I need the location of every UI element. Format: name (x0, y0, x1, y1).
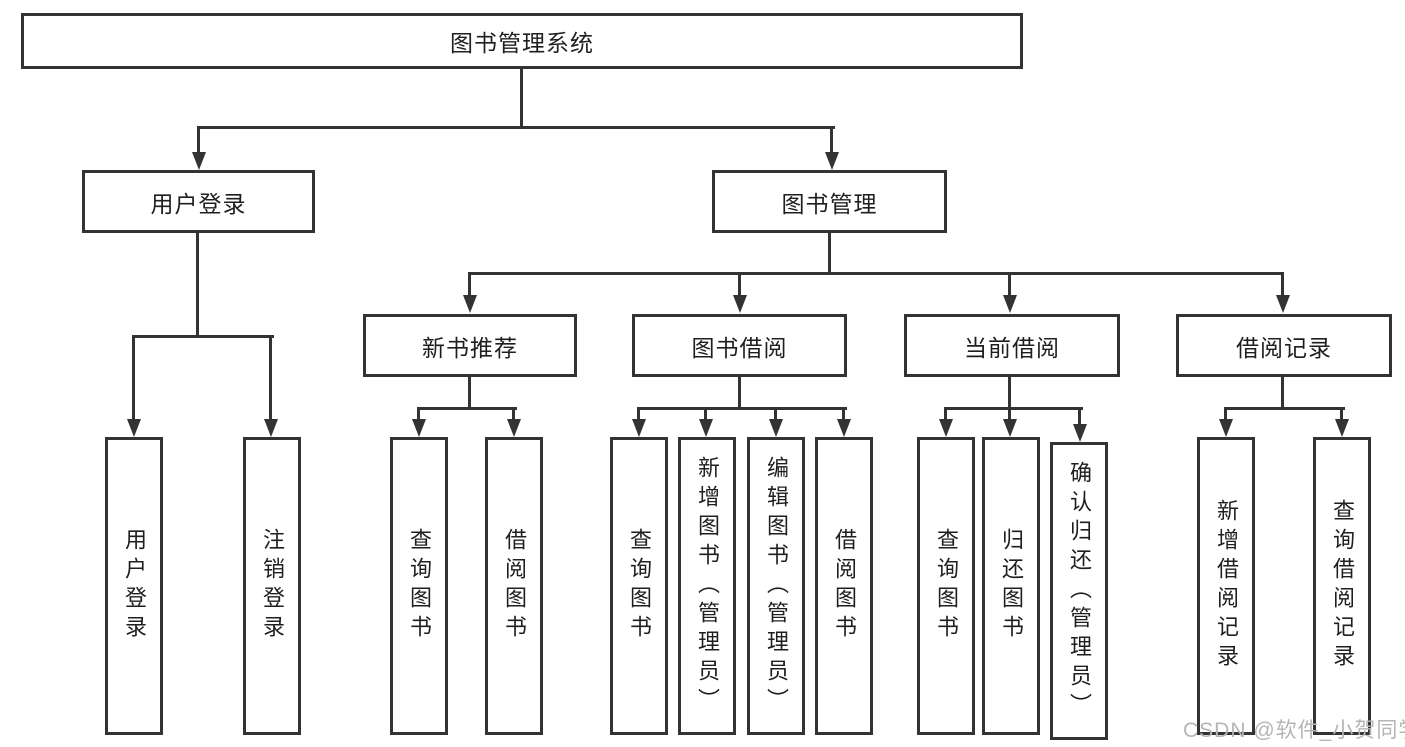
connector-line (132, 335, 274, 338)
arrow-down-icon (264, 419, 278, 437)
connector-line (637, 407, 640, 420)
leaf-add-books-admin-label: 新增图书（管理员） (695, 455, 720, 717)
connector-line (468, 272, 1284, 275)
connector-line (468, 377, 471, 407)
leaf-edit-books-admin-label: 编辑图书（管理员） (764, 455, 789, 717)
leaf-query-books-1-label: 查询图书 (407, 528, 432, 644)
node-book-borrow-label: 图书借阅 (691, 334, 788, 361)
arrow-down-icon (1003, 295, 1017, 313)
node-current-borrow: 当前借阅 (904, 314, 1120, 377)
arrow-down-icon (733, 295, 747, 313)
connector-line (468, 272, 471, 296)
arrow-down-icon (699, 419, 713, 437)
connector-line (1340, 407, 1343, 420)
connector-line (196, 233, 199, 335)
connector-line (197, 126, 200, 153)
watermark: CSDN @软件_小贺同学 (1183, 719, 1405, 742)
leaf-user-login: 用户登录 (105, 437, 163, 735)
connector-line (738, 272, 741, 296)
connector-line (944, 407, 947, 420)
arrow-down-icon (769, 419, 783, 437)
leaf-query-books-1: 查询图书 (390, 437, 448, 735)
connector-line (738, 377, 741, 407)
leaf-query-borrow-record-label: 查询借阅记录 (1330, 499, 1355, 673)
arrow-down-icon (632, 419, 646, 437)
leaf-query-borrow-record: 查询借阅记录 (1313, 437, 1371, 735)
leaf-add-borrow-record: 新增借阅记录 (1197, 437, 1255, 735)
leaf-add-borrow-record-label: 新增借阅记录 (1214, 499, 1239, 673)
arrow-down-icon (825, 152, 839, 170)
connector-line (417, 407, 420, 420)
connector-line (197, 126, 835, 129)
leaf-borrow-books-1: 借阅图书 (485, 437, 543, 735)
connector-line (828, 233, 831, 273)
connector-line (1224, 407, 1345, 410)
arrow-down-icon (1276, 295, 1290, 313)
node-borrow-records-label: 借阅记录 (1236, 334, 1332, 361)
connector-line (704, 407, 707, 420)
node-book-management-label: 图书管理 (781, 190, 878, 217)
leaf-query-books-3: 查询图书 (917, 437, 975, 735)
connector-line (637, 407, 847, 410)
connector-line (830, 126, 833, 153)
connector-line (1078, 407, 1081, 425)
connector-line (132, 335, 135, 420)
connector-line (520, 69, 523, 126)
connector-line (1281, 272, 1284, 296)
arrow-down-icon (192, 152, 206, 170)
leaf-return-books-label: 归还图书 (999, 528, 1024, 644)
leaf-query-books-2: 查询图书 (610, 437, 668, 735)
arrow-down-icon (463, 295, 477, 313)
node-current-borrow-label: 当前借阅 (964, 334, 1060, 361)
arrow-down-icon (1335, 419, 1349, 437)
node-borrow-records: 借阅记录 (1176, 314, 1392, 377)
leaf-add-books-admin: 新增图书（管理员） (678, 437, 736, 735)
leaf-edit-books-admin: 编辑图书（管理员） (747, 437, 805, 735)
leaf-confirm-return-admin-label: 确认归还（管理员） (1067, 460, 1092, 722)
arrow-down-icon (1073, 424, 1087, 442)
leaf-logout: 注销登录 (243, 437, 301, 735)
node-user-login-label: 用户登录 (150, 190, 247, 217)
arrow-down-icon (127, 419, 141, 437)
connector-line (1281, 377, 1284, 407)
leaf-query-books-3-label: 查询图书 (934, 528, 959, 644)
leaf-confirm-return-admin: 确认归还（管理员） (1050, 442, 1108, 740)
node-book-borrow: 图书借阅 (632, 314, 847, 377)
arrow-down-icon (412, 419, 426, 437)
node-root-label: 图书管理系统 (450, 30, 594, 56)
connector-line (512, 407, 515, 420)
connector-line (1008, 407, 1011, 420)
node-root: 图书管理系统 (21, 13, 1023, 69)
arrow-down-icon (507, 419, 521, 437)
connector-line (1224, 407, 1227, 420)
arrow-down-icon (1003, 419, 1017, 437)
arrow-down-icon (1219, 419, 1233, 437)
leaf-query-books-2-label: 查询图书 (627, 528, 652, 644)
connector-line (842, 407, 845, 420)
leaf-borrow-books-2: 借阅图书 (815, 437, 873, 735)
connector-line (944, 407, 1083, 410)
leaf-borrow-books-2-label: 借阅图书 (832, 528, 857, 644)
node-new-book-recommend-label: 新书推荐 (422, 334, 518, 361)
node-book-management: 图书管理 (712, 170, 947, 233)
node-new-book-recommend: 新书推荐 (363, 314, 577, 377)
leaf-logout-label: 注销登录 (260, 528, 285, 644)
leaf-user-login-label: 用户登录 (122, 528, 147, 644)
connector-line (417, 407, 517, 410)
arrow-down-icon (837, 419, 851, 437)
arrow-down-icon (939, 419, 953, 437)
connector-line (1008, 272, 1011, 296)
connector-line (269, 335, 272, 420)
leaf-borrow-books-1-label: 借阅图书 (502, 528, 527, 644)
node-user-login: 用户登录 (82, 170, 315, 233)
leaf-return-books: 归还图书 (982, 437, 1040, 735)
connector-line (774, 407, 777, 420)
connector-line (1008, 377, 1011, 407)
